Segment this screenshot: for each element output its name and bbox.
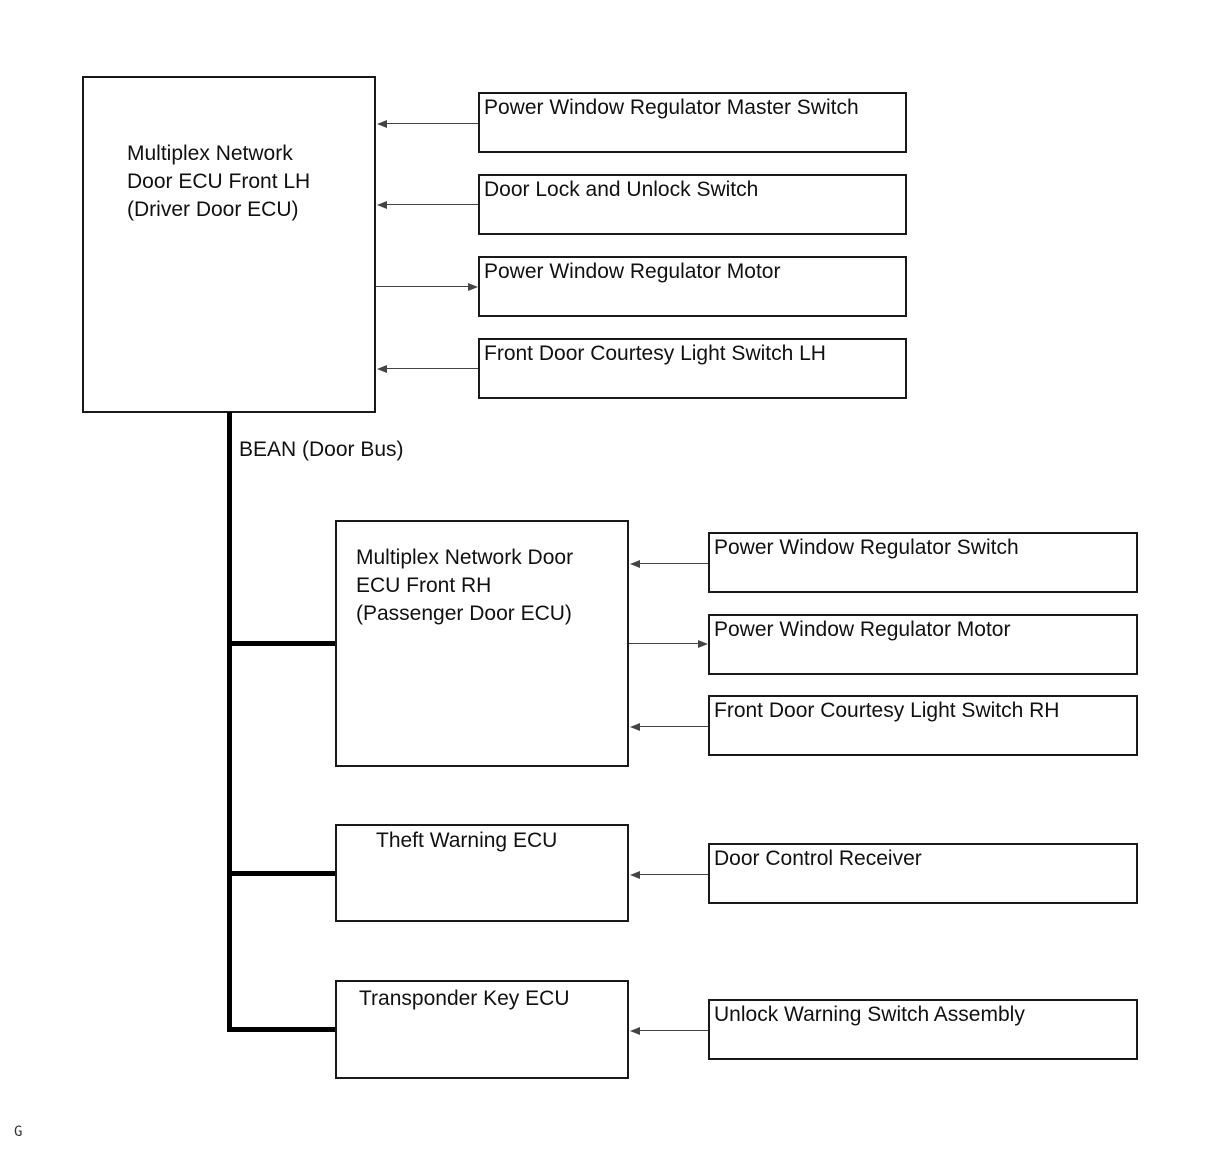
arrow-left-icon: [630, 723, 640, 731]
arrow-right-icon: [698, 640, 708, 648]
figure-mark: G: [14, 1124, 23, 1140]
courtesy-lh-label: Front Door Courtesy Light Switch LH: [484, 342, 826, 365]
bus-branch-theft: [227, 871, 337, 876]
motor-rh-box: Power Window Regulator Motor: [708, 614, 1138, 675]
arrow-left-icon: [630, 871, 640, 879]
window-switch-rh-box: Power Window Regulator Switch: [708, 532, 1138, 593]
courtesy-rh-box: Front Door Courtesy Light Switch RH: [708, 695, 1138, 756]
passenger-door-ecu-box: Multiplex Network Door ECU Front RH (Pas…: [335, 520, 629, 767]
unlock-warning-switch-box: Unlock Warning Switch Assembly: [708, 999, 1138, 1060]
motor-lh-label: Power Window Regulator Motor: [484, 260, 781, 283]
door-lock-switch-box: Door Lock and Unlock Switch: [478, 174, 907, 235]
bus-branch-transponder: [227, 1027, 337, 1032]
arrow-left-icon: [377, 120, 387, 128]
transponder-key-ecu-label: Transponder Key ECU: [359, 987, 570, 1010]
master-switch-label: Power Window Regulator Master Switch: [484, 96, 859, 119]
bus-branch-passenger: [227, 641, 337, 646]
master-switch-box: Power Window Regulator Master Switch: [478, 92, 907, 153]
window-switch-rh-label: Power Window Regulator Switch: [714, 536, 1019, 559]
courtesy-lh-box: Front Door Courtesy Light Switch LH: [478, 338, 907, 399]
wire-courtesy-lh: [386, 368, 478, 369]
unlock-warning-switch-label: Unlock Warning Switch Assembly: [714, 1003, 1025, 1026]
door-control-receiver-label: Door Control Receiver: [714, 847, 922, 870]
wire-door-lock-switch: [386, 204, 478, 205]
wire-door-control-receiver: [639, 874, 708, 875]
driver-door-ecu-label: Multiplex Network Door ECU Front LH (Dri…: [127, 142, 311, 221]
passenger-door-ecu-label: Multiplex Network Door ECU Front RH (Pas…: [356, 546, 574, 625]
motor-lh-box: Power Window Regulator Motor: [478, 256, 907, 317]
wire-motor-lh: [376, 286, 468, 287]
theft-warning-ecu-box: Theft Warning ECU: [335, 824, 629, 922]
bus-label: BEAN (Door Bus): [239, 438, 404, 461]
driver-door-ecu-box: Multiplex Network Door ECU Front LH (Dri…: [82, 76, 376, 413]
wire-window-switch-rh: [639, 563, 708, 564]
door-control-receiver-box: Door Control Receiver: [708, 843, 1138, 904]
arrow-left-icon: [630, 1027, 640, 1035]
arrow-left-icon: [377, 201, 387, 209]
wire-courtesy-rh: [639, 726, 708, 727]
wire-unlock-warning-switch: [639, 1030, 708, 1031]
wire-master-switch: [386, 123, 478, 124]
arrow-left-icon: [377, 365, 387, 373]
wire-motor-rh: [629, 643, 698, 644]
bean-bus-vertical: [227, 412, 232, 1032]
door-lock-switch-label: Door Lock and Unlock Switch: [484, 178, 759, 201]
theft-warning-ecu-label: Theft Warning ECU: [376, 829, 558, 852]
courtesy-rh-label: Front Door Courtesy Light Switch RH: [714, 699, 1060, 722]
arrow-left-icon: [630, 560, 640, 568]
arrow-right-icon: [468, 283, 478, 291]
motor-rh-label: Power Window Regulator Motor: [714, 618, 1011, 641]
transponder-key-ecu-box: Transponder Key ECU: [335, 980, 629, 1079]
